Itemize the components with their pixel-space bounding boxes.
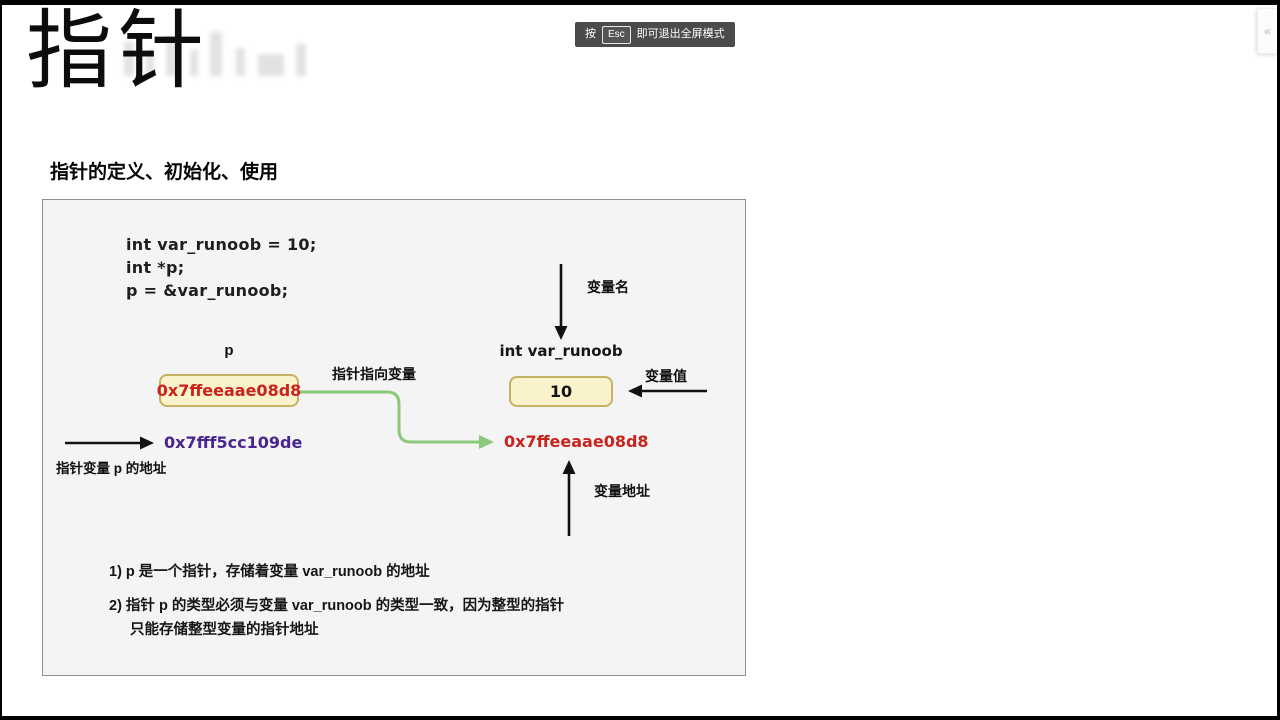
chevron-double-left-icon: « <box>1264 24 1271 38</box>
section-heading: 指针的定义、初始化、使用 <box>50 162 279 183</box>
variable-value-box: 10 <box>509 376 613 407</box>
pointer-diagram-panel: int var_runoob = 10; int *p; p = &var_runo… <box>42 199 746 676</box>
variable-name-label: 变量名 <box>587 279 629 295</box>
toast-prefix-text: 按 <box>585 28 596 40</box>
fullscreen-exit-toast: 按 Esc 即可退出全屏模式 <box>575 22 735 47</box>
letterbox-edge-top <box>0 0 1280 5</box>
variable-address-text: 0x7ffeeaae08d8 <box>504 432 649 451</box>
variable-value-label: 变量值 <box>645 368 687 384</box>
page-title: 指针 <box>26 3 210 99</box>
pointer-value-box: 0x7ffeeaae08d8 <box>156 374 302 407</box>
code-line: int *p; <box>126 258 185 277</box>
code-block: int var_runoob = 10; int *p; p = &var_runo… <box>126 233 317 302</box>
code-line: int var_runoob = 10; <box>126 235 317 254</box>
variable-address-label: 变量地址 <box>594 483 650 499</box>
letterbox-edge-bottom <box>0 716 1280 720</box>
note-line: 2) 指针 p 的类型必须与变量 var_runoob 的类型一致，因为整型的指… <box>109 598 565 614</box>
letterbox-edge-right <box>1277 0 1280 720</box>
esc-key-badge: Esc <box>602 25 631 44</box>
pointer-own-address-label: 指针变量 p 的地址 <box>56 461 167 476</box>
variable-declaration-text: int var_runoob <box>499 342 623 360</box>
pointer-points-to-label: 指针指向变量 <box>332 366 416 382</box>
note-line: 只能存储整型变量的指针地址 <box>130 622 319 638</box>
variable-value-text: 10 <box>549 382 573 401</box>
letterbox-edge-left <box>0 0 2 720</box>
code-line: p = &var_runoob; <box>126 281 289 300</box>
pointer-own-address-text: 0x7fff5cc109de <box>164 433 303 452</box>
note-line: 1) p 是一个指针，存储着变量 var_runoob 的地址 <box>109 564 430 580</box>
toast-suffix-text: 即可退出全屏模式 <box>636 28 725 40</box>
pointer-stored-address-text: 0x7ffeeaae08d8 <box>156 381 302 400</box>
pointer-name-text: p <box>224 342 234 359</box>
collapse-panel-button[interactable]: « <box>1257 8 1277 54</box>
